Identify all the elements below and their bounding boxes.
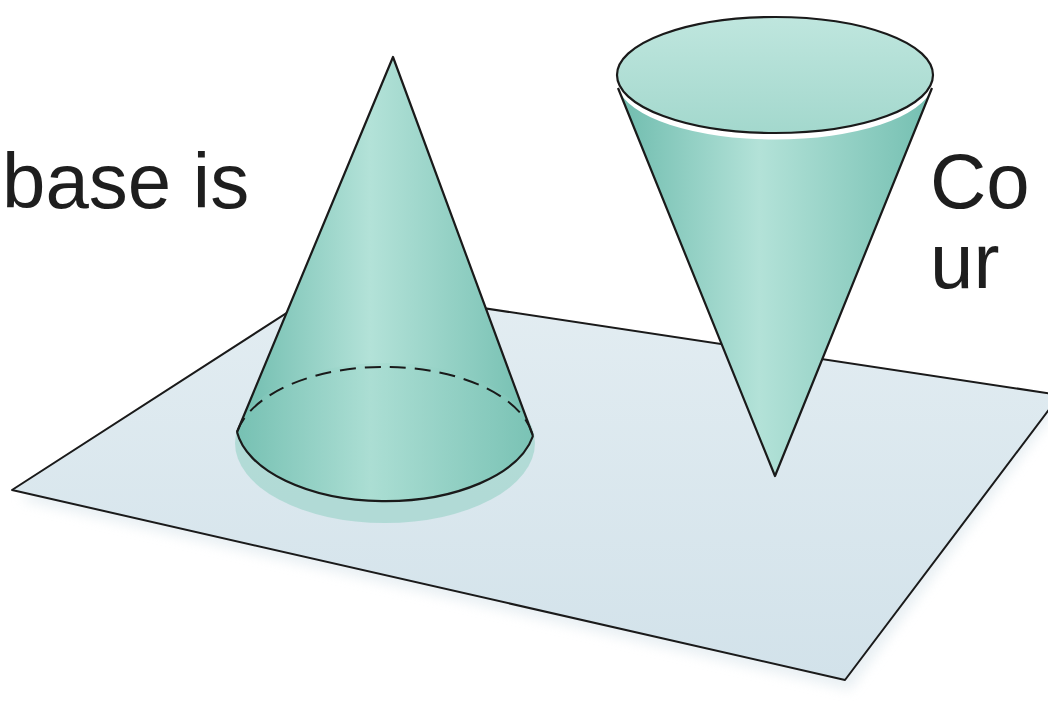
text-fragment: Co bbox=[930, 142, 1030, 220]
plane bbox=[12, 285, 1048, 680]
upright-cone bbox=[235, 57, 535, 523]
text-fragment: base is bbox=[2, 142, 249, 220]
text-fragment: ur bbox=[930, 222, 999, 300]
inverted-cone bbox=[617, 17, 933, 476]
